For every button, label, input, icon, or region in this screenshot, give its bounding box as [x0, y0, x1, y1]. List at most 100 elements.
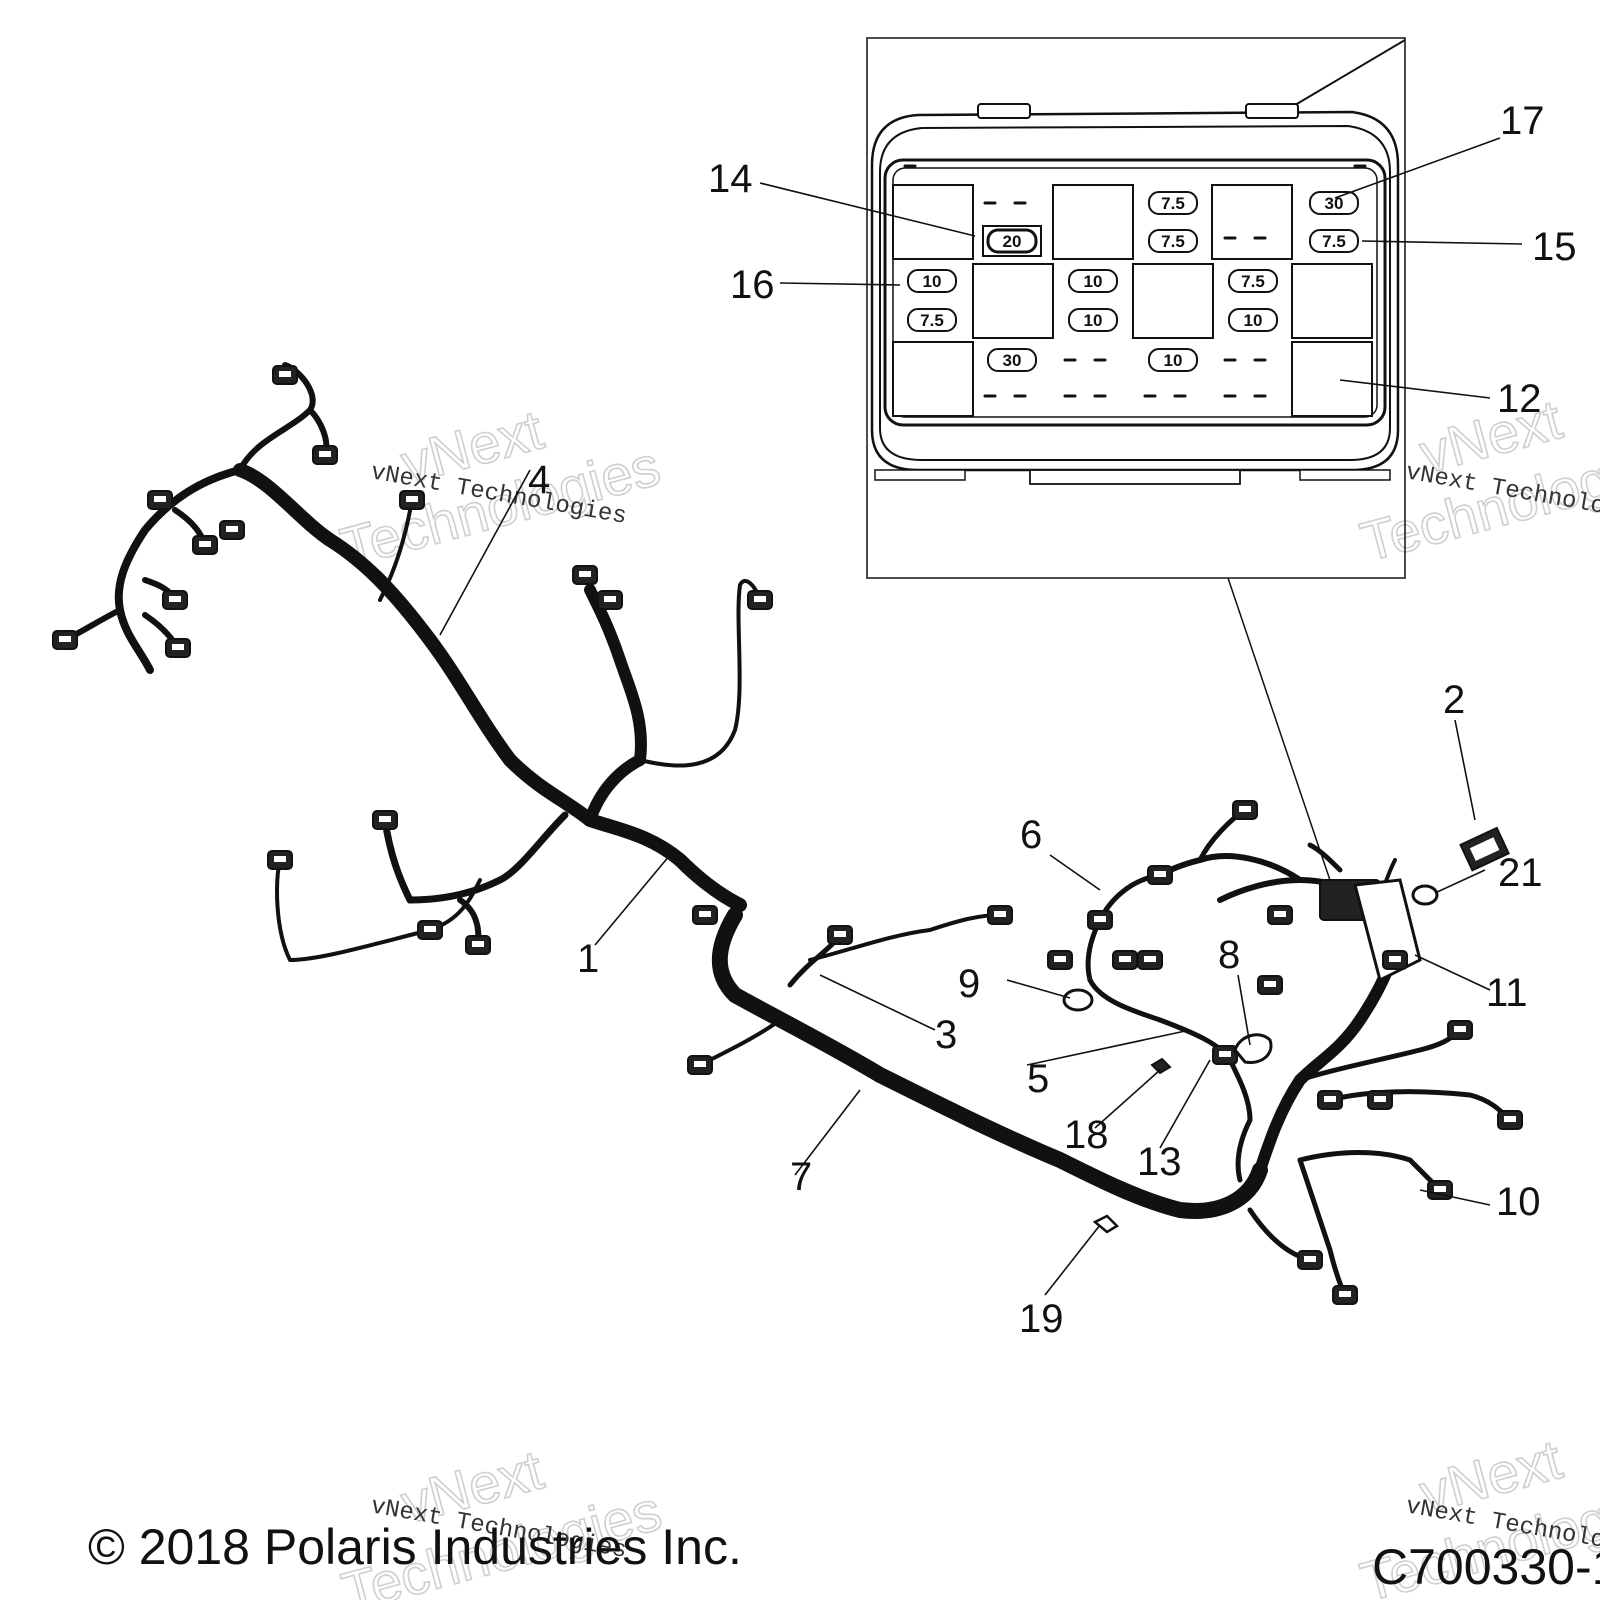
callout-18: 18: [1064, 1113, 1109, 1157]
leader-line-5: [1026, 1029, 1191, 1066]
part-19-clip: [1092, 1214, 1120, 1234]
callout-11: 11: [1486, 971, 1528, 1015]
connector-34: [1297, 1250, 1323, 1270]
connector-29: [1212, 1045, 1238, 1065]
fuse-9: 10: [1068, 308, 1118, 332]
fuse-rating-4: 30: [1325, 194, 1344, 213]
fuse-rating-11: 10: [1244, 311, 1263, 330]
leader-line-group: [439, 137, 1523, 1296]
callout-9: 9: [958, 962, 980, 1006]
fuse-rating-12: 30: [1003, 351, 1022, 370]
connector-20: [692, 905, 718, 925]
wiring-harness: [62, 362, 1513, 1298]
leader-line-7: [794, 1089, 861, 1176]
fuse-rating-2: 7.5: [1161, 232, 1185, 251]
fuse-rating-9: 10: [1084, 311, 1103, 330]
fuse-10: 7.5: [1228, 269, 1278, 293]
fuse-rating-1: 7.5: [1161, 194, 1185, 213]
connector-16: [417, 920, 443, 940]
leader-line-13: [1159, 1059, 1211, 1149]
callout-13: 13: [1137, 1140, 1182, 1184]
leader-line-4: [439, 469, 531, 636]
connector-31: [1497, 1110, 1523, 1130]
connector-28: [1267, 905, 1293, 925]
fuse-12: 30: [987, 348, 1037, 372]
callout-8: 8: [1218, 933, 1240, 977]
fuse-4: 30: [1309, 191, 1359, 215]
callout-7: 7: [790, 1155, 812, 1199]
part-21-grommet: [1411, 884, 1439, 906]
connector-1: [272, 365, 298, 385]
leader-line-1: [594, 854, 671, 946]
leader-line-15: [1361, 240, 1523, 245]
leader-line-14: [759, 182, 976, 237]
part-9-grommet: [1062, 988, 1094, 1012]
leader-line-20: [1434, 869, 1486, 894]
connector-24: [1047, 950, 1073, 970]
fuse-6: 10: [907, 269, 957, 293]
fuse-rating-10: 7.5: [1241, 272, 1265, 291]
leader-line-6: [1049, 854, 1101, 891]
callout-19: 19: [1019, 1297, 1064, 1341]
callout-4: 4: [528, 458, 550, 502]
callout-3: 3: [935, 1013, 957, 1057]
callout-1: 1: [577, 937, 599, 981]
fuse-3: 20: [982, 225, 1042, 257]
leader-line-16: [779, 282, 901, 286]
fuse-rating-3: 20: [1003, 232, 1022, 251]
fuse-11: 10: [1228, 308, 1278, 332]
connector-10: [572, 565, 598, 585]
callout-group: 1 2 3 4 5 6 7 8 9 10 11 12 13 14 15 16 1…: [528, 99, 1577, 1341]
leader-line-19: [1044, 1224, 1101, 1296]
connector-2: [312, 445, 338, 465]
fuse-13: 10: [1148, 348, 1198, 372]
connector-17: [687, 1055, 713, 1075]
connector-5: [162, 590, 188, 610]
fuse-5: 7.5: [1309, 229, 1359, 253]
fuse-rating-13: 10: [1164, 351, 1183, 370]
leader-line-10: [1419, 1189, 1491, 1206]
fuse-rating-6: 10: [923, 272, 942, 291]
connector-11: [597, 590, 623, 610]
connector-19: [987, 905, 1013, 925]
connector-7: [52, 630, 78, 650]
connector-3: [192, 535, 218, 555]
leader-line-11: [1414, 954, 1491, 991]
connector-group: [52, 365, 1523, 1305]
connector-9: [399, 490, 425, 510]
copyright-text: © 2018 Polaris Industries Inc.: [88, 1519, 742, 1575]
fuse-rating-8: 10: [1084, 272, 1103, 291]
callout-12: 12: [1497, 377, 1542, 421]
connector-15: [465, 935, 491, 955]
connector-25: [1137, 950, 1163, 970]
leader-line-3: [819, 974, 936, 1031]
connector-21: [1232, 800, 1258, 820]
connector-30: [1447, 1020, 1473, 1040]
connector-33: [1332, 1285, 1358, 1305]
fuse-8: 10: [1068, 269, 1118, 293]
connector-37: [1382, 950, 1408, 970]
connector-4: [219, 520, 245, 540]
part-8-bracket: [1233, 1033, 1273, 1065]
connector-12: [747, 590, 773, 610]
connector-18: [827, 925, 853, 945]
callout-15: 15: [1532, 225, 1577, 269]
fuse-box-inset: [866, 37, 1406, 896]
callout-6: 6: [1020, 813, 1042, 857]
callout-5: 5: [1027, 1057, 1049, 1101]
connector-27: [1257, 975, 1283, 995]
leader-line-12: [1339, 379, 1491, 399]
leader-line-9: [1006, 979, 1071, 999]
leader-line-18: [1094, 1069, 1161, 1129]
connector-32: [1427, 1180, 1453, 1200]
connector-26: [1112, 950, 1138, 970]
callout-16: 16: [730, 263, 775, 307]
part-18-clip: [1150, 1057, 1172, 1075]
part-2-label: [1459, 826, 1510, 872]
fuse-rating-7: 7.5: [920, 311, 944, 330]
leader-line-2: [1454, 719, 1476, 821]
figure-id: C700330-1: [1372, 1539, 1600, 1595]
leader-line-17: [1334, 137, 1501, 199]
connector-13: [372, 810, 398, 830]
